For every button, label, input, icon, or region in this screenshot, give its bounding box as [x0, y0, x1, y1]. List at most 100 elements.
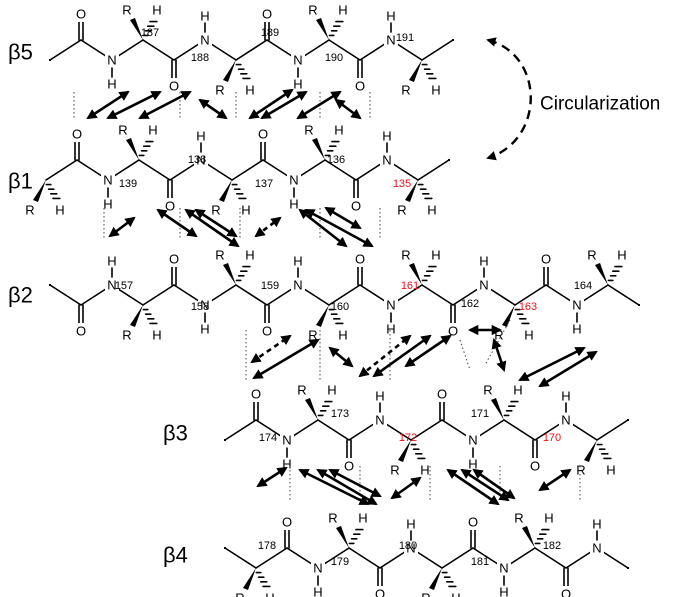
- hydrogen-atom: H: [334, 123, 343, 138]
- nitrogen-atom: N: [386, 33, 395, 48]
- backbone-bond: [421, 284, 454, 306]
- residue-number: 189: [261, 27, 279, 39]
- residue-number: 157: [115, 280, 133, 292]
- side-chain-r: R: [215, 248, 224, 263]
- atom-bg: [497, 560, 511, 576]
- nitrogen-atom: N: [200, 298, 209, 313]
- atom-bg: [291, 277, 305, 293]
- methyl-end: [627, 419, 629, 421]
- hydrogen-bond: [484, 319, 511, 366]
- nitrogen-atom: N: [282, 433, 291, 448]
- side-chain-wedge: [312, 138, 325, 160]
- nitrogen-atom: N: [406, 541, 415, 556]
- nitrogen-atom: N: [561, 413, 570, 428]
- contact-arrow: [446, 468, 500, 506]
- contact-arrow: [138, 90, 192, 120]
- residue-number: 138: [188, 154, 206, 166]
- contact-arrow: [328, 468, 382, 498]
- atom-bg: [435, 386, 449, 402]
- residue-number: 182: [543, 540, 561, 552]
- backbone-bond: [503, 419, 536, 441]
- side-chain-r: R: [297, 383, 306, 398]
- residue-number: 160: [331, 301, 349, 313]
- methyl-end: [49, 59, 51, 61]
- nitrogen-atom: N: [479, 278, 488, 293]
- side-chain-wedge: [491, 398, 504, 420]
- contact-arrow: [86, 90, 130, 120]
- contact-arrow: [296, 90, 342, 120]
- atom-bg: [167, 78, 181, 94]
- oxygen-atom: O: [344, 459, 354, 474]
- side-chain-wedge: [316, 18, 329, 40]
- nitrogen-atom: N: [107, 53, 116, 68]
- side-chain-wedge: [429, 568, 442, 590]
- contact-arrow: [194, 208, 238, 238]
- oxygen-atom: O: [437, 387, 447, 402]
- residue-number: 137: [255, 178, 273, 190]
- side-chain-r: R: [211, 203, 220, 218]
- side-chain-wedge: [409, 60, 422, 82]
- side-chain-r: R: [397, 203, 406, 218]
- contact-arrow: [390, 476, 422, 500]
- residue-number: 162: [461, 298, 479, 310]
- side-chain-r: R: [328, 511, 337, 526]
- oxygen-atom: O: [262, 324, 272, 339]
- contact-arrow: [538, 350, 598, 388]
- residue-number: 173: [331, 408, 349, 420]
- residue-number: 181: [471, 556, 489, 568]
- residue-number: 171: [471, 408, 489, 420]
- hydrogen-atom: H: [561, 389, 570, 404]
- nitrogen-atom: N: [293, 53, 302, 68]
- hydrogen-atom: H: [107, 77, 116, 92]
- methyl-end: [638, 304, 640, 306]
- atom-bg: [384, 297, 398, 313]
- strand-label-beta2: β2: [8, 283, 33, 308]
- strand-label-beta3: β3: [163, 421, 188, 446]
- hydrogen-atom: H: [386, 322, 395, 337]
- hydrogen-atom: H: [592, 517, 601, 532]
- atom-bg: [198, 297, 212, 313]
- side-chain-wedge: [522, 526, 535, 548]
- nitrogen-atom: N: [468, 433, 477, 448]
- residue-number: 172: [399, 432, 417, 444]
- hydrogen-bond: [459, 339, 471, 371]
- hydrogen-atom: H: [200, 9, 209, 24]
- contact-arrow: [252, 338, 320, 380]
- oxygen-atom: O: [169, 252, 179, 267]
- backbone-bond: [441, 547, 474, 569]
- hydrogen-atom: H: [524, 328, 533, 343]
- atom-bg: [291, 52, 305, 68]
- hydrogen-atom: H: [282, 457, 291, 472]
- side-chain-wedge: [219, 180, 232, 202]
- oxygen-atom: O: [262, 7, 272, 22]
- oxygen-atom: O: [76, 324, 86, 339]
- side-chain-r: R: [401, 248, 410, 263]
- side-chain-r: R: [235, 591, 244, 597]
- oxygen-atom: O: [72, 127, 82, 142]
- nitrogen-atom: N: [103, 173, 112, 188]
- contact-arrow: [491, 338, 507, 372]
- side-chain-r: R: [215, 83, 224, 98]
- hydrogen-atom: H: [200, 322, 209, 337]
- atom-bg: [194, 152, 208, 168]
- oxygen-atom: O: [355, 252, 365, 267]
- methyl-end: [224, 547, 226, 549]
- oxygen-atom: O: [351, 199, 361, 214]
- hydrogen-atom: H: [293, 77, 302, 92]
- hydrogen-atom: H: [499, 585, 508, 597]
- backbone-bond: [596, 419, 629, 441]
- atom-bg: [466, 432, 480, 448]
- oxygen-atom: O: [165, 199, 175, 214]
- backbone-bond: [317, 419, 350, 441]
- oxygen-atom: O: [448, 324, 458, 339]
- atom-bg: [590, 540, 604, 556]
- residue-number: 180: [399, 540, 417, 552]
- side-chain-r: R: [576, 463, 585, 478]
- side-chain-r: R: [421, 591, 430, 597]
- oxygen-atom: O: [258, 127, 268, 142]
- side-chain-r: R: [483, 383, 492, 398]
- nitrogen-atom: N: [572, 298, 581, 313]
- atom-bg: [256, 126, 270, 142]
- backbone-bond: [534, 547, 567, 569]
